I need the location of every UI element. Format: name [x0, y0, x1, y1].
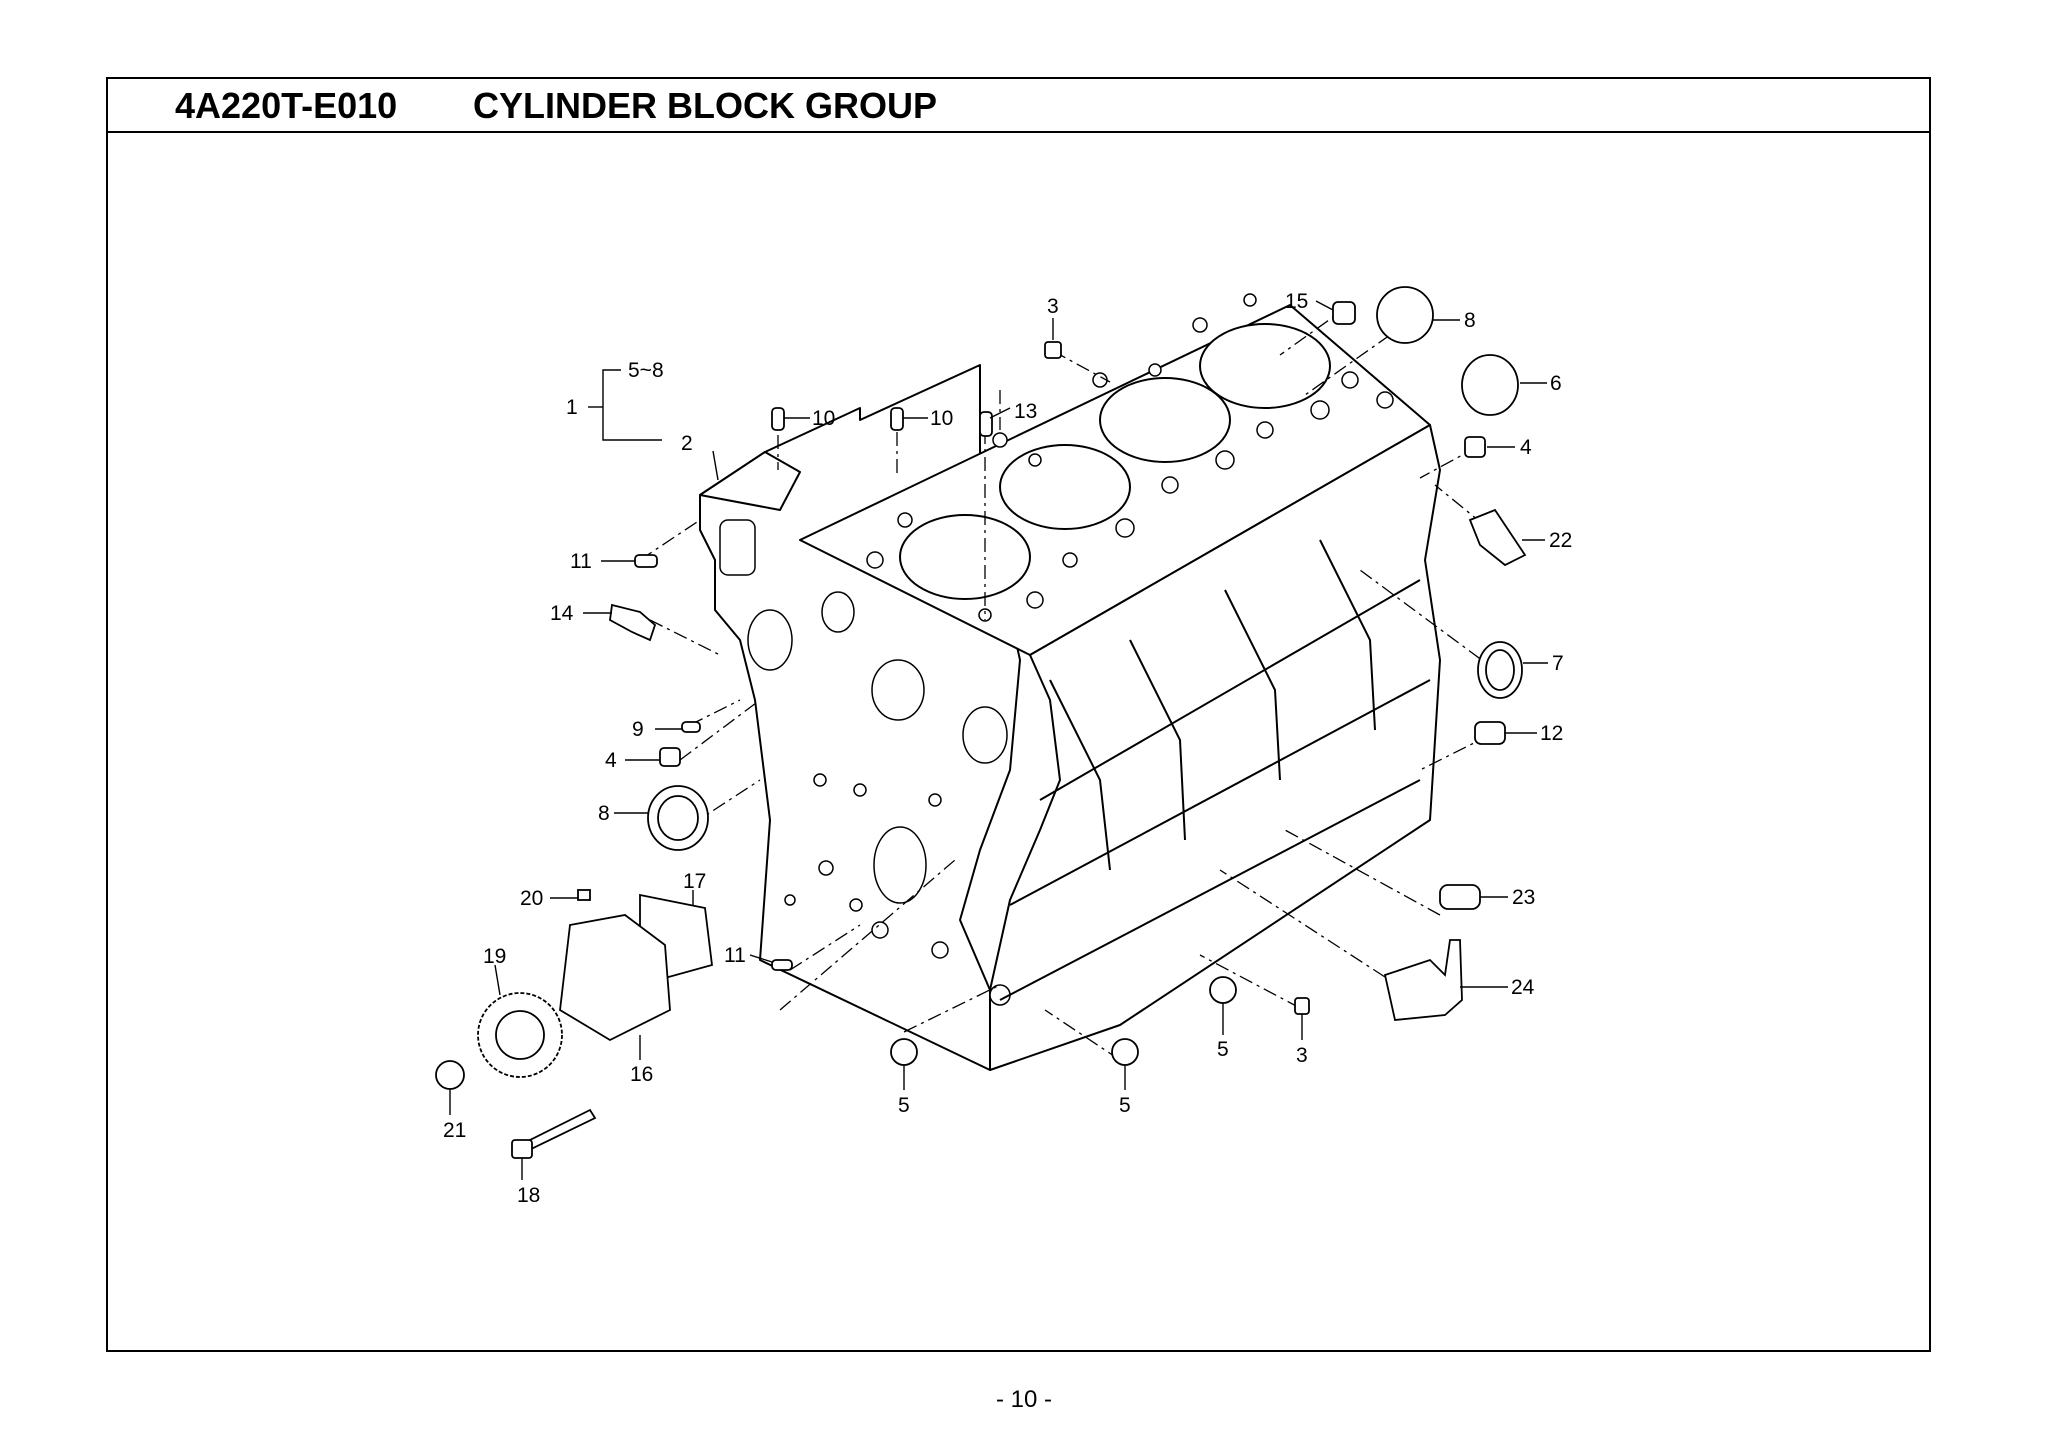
assembly-lines — [639, 304, 1506, 1061]
part-sleeve-12 — [1474, 721, 1506, 745]
part-pin-11-top — [634, 554, 658, 568]
callout-7: 7 — [1552, 652, 1564, 675]
part-plug-5-left — [890, 1038, 918, 1066]
callout-6: 6 — [1550, 372, 1562, 395]
part-plug-8-top — [1376, 286, 1434, 344]
callout-10-a: 10 — [812, 407, 835, 430]
part-nut-21 — [435, 1060, 465, 1090]
group-code: 4A220T-E010 — [175, 85, 398, 126]
callout-12: 12 — [1540, 722, 1563, 745]
callout-1: 1 — [566, 396, 578, 419]
callout-5-mid: 5 — [1119, 1094, 1131, 1117]
callout-16: 16 — [630, 1063, 653, 1086]
callout-8-top: 8 — [1464, 309, 1476, 332]
callout-18: 18 — [517, 1184, 540, 1207]
leader-lines — [449, 300, 1548, 1180]
part-plug-3-top — [1044, 341, 1062, 359]
part-pin-10-b — [890, 407, 904, 431]
part-pin-13 — [979, 411, 993, 437]
callout-9: 9 — [632, 718, 644, 741]
part-oil-pump-16 — [559, 914, 671, 1042]
part-plug-4-left — [659, 747, 681, 767]
callout-8-left: 8 — [598, 802, 610, 825]
part-plug-6 — [1461, 354, 1519, 416]
part-pin-11-bottom — [771, 959, 793, 971]
part-fitting-14 — [609, 603, 657, 642]
callout-20: 20 — [520, 887, 543, 910]
callout-5-8: 5~8 — [628, 359, 664, 382]
part-pipe-24 — [1383, 939, 1463, 1021]
loose-parts — [435, 286, 1527, 1159]
callout-11-top: 11 — [570, 550, 592, 573]
callout-4-right: 4 — [1520, 436, 1532, 459]
callout-23: 23 — [1512, 886, 1535, 909]
group-title: CYLINDER BLOCK GROUP — [473, 85, 938, 126]
callout-2: 2 — [681, 432, 693, 455]
deck-holes — [866, 293, 1394, 622]
part-pin-9 — [681, 721, 701, 733]
callout-15: 15 — [1285, 290, 1308, 313]
part-tube-23 — [1439, 884, 1481, 910]
part-plug-5-right — [1209, 976, 1237, 1004]
part-sensor-22 — [1468, 508, 1527, 567]
callout-5-right: 5 — [1217, 1038, 1229, 1061]
callout-11-bottom: 11 — [724, 944, 746, 967]
callout-22: 22 — [1549, 529, 1572, 552]
block-face-ports — [719, 519, 1011, 1006]
page-number: - 10 - — [995, 1386, 1052, 1413]
crankcase-ribs — [999, 539, 1431, 1001]
part-plug-4-right — [1464, 436, 1486, 458]
cylinder-block — [699, 304, 1441, 1071]
callout-10-b: 10 — [930, 407, 953, 430]
callout-17: 17 — [683, 870, 706, 893]
part-cap-15 — [1332, 301, 1356, 325]
callout-19: 19 — [483, 945, 506, 968]
part-plug-5-mid — [1111, 1038, 1139, 1066]
callout-24: 24 — [1511, 976, 1535, 999]
callout-3-top: 3 — [1047, 295, 1059, 318]
header-bar: 4A220T-E010 CYLINDER BLOCK GROUP — [108, 79, 1929, 133]
callout-3-bottom: 3 — [1296, 1044, 1308, 1067]
diagram-frame: 4A220T-E010 CYLINDER BLOCK GROUP — [106, 77, 1931, 1352]
callout-labels: 1 5~8 2 3 15 8 6 4 22 10 10 13 11 14 7 9… — [443, 290, 1572, 1207]
callout-4-left: 4 — [605, 749, 617, 772]
callout-5-left: 5 — [898, 1094, 910, 1117]
part-plug-3-bottom — [1294, 997, 1310, 1015]
callout-13: 13 — [1014, 400, 1037, 423]
part-key-20 — [577, 889, 591, 901]
callout-21: 21 — [443, 1119, 466, 1142]
part-pin-10-a — [771, 407, 785, 431]
callout-14: 14 — [550, 602, 574, 625]
